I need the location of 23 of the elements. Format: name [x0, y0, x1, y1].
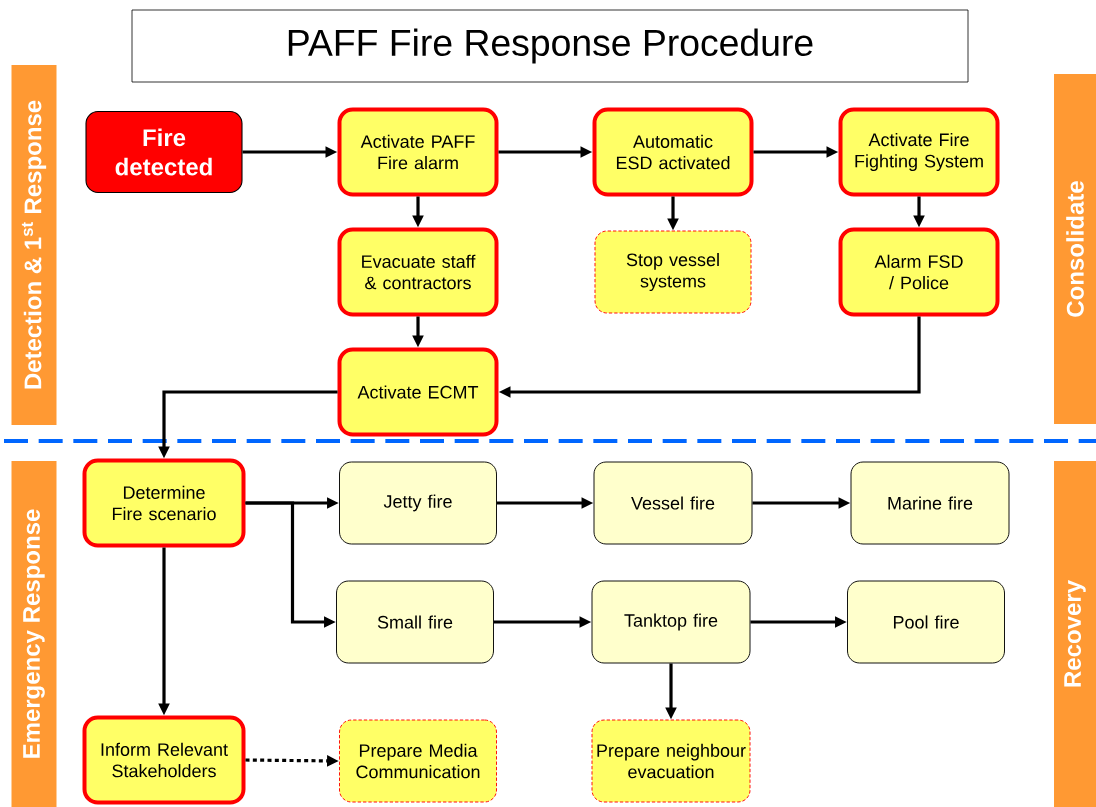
phase-band: Emergency Response	[11, 461, 57, 807]
scenario-box: Vessel fire	[593, 461, 753, 545]
process-box: Activate PAFF Fire alarm	[337, 107, 499, 197]
process-box: Inform Relevant Stakeholders	[82, 715, 246, 805]
process-box: Determine Fire scenario	[82, 458, 246, 548]
process-box: Automatic ESD activated	[592, 107, 754, 197]
process-box: Evacuate staff & contractors	[337, 227, 499, 317]
title-box: PAFF Fire Response Procedure	[131, 9, 969, 83]
scenario-box: Jetty fire	[339, 461, 497, 545]
process-box: Activate ECMT	[337, 347, 499, 437]
process-box: Alarm FSD / Police	[838, 227, 1000, 317]
alert-box: Fire detected	[85, 110, 243, 194]
scenario-box: Pool fire	[847, 580, 1005, 664]
process-box: Activate Fire Fighting System	[838, 107, 1000, 197]
optional-box: Prepare neighbour evacuation	[591, 719, 751, 803]
scenario-box: Marine fire	[850, 461, 1010, 545]
optional-box: Stop vessel systems	[594, 230, 752, 314]
phase-band: Recovery	[1054, 461, 1096, 807]
optional-box: Prepare Media Communication	[339, 719, 497, 803]
scenario-box: Tanktop fire	[591, 580, 751, 664]
scenario-box: Small fire	[336, 580, 494, 664]
phase-band: Consolidate	[1054, 74, 1096, 424]
phase-band: Detection & 1$^{st}$ Response	[11, 65, 57, 425]
